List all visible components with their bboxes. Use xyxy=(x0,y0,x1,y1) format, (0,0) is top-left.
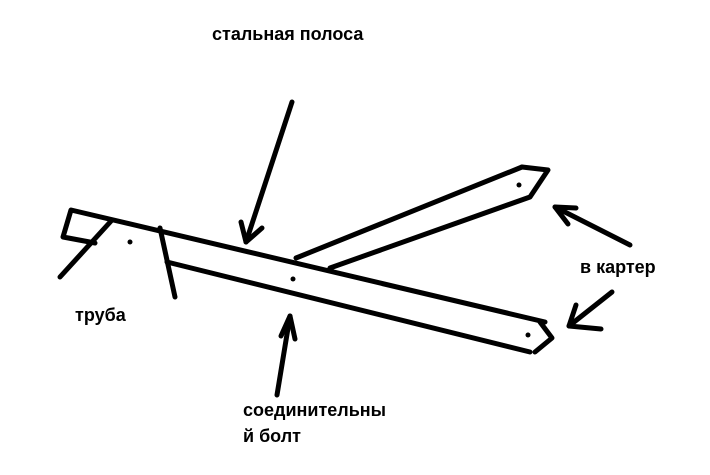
label-bolt-line2: й болт xyxy=(243,426,301,446)
label-bolt-line1: соединительны xyxy=(243,400,387,420)
label-pipe: труба xyxy=(75,305,126,325)
arrow-crankcase-upper xyxy=(552,204,633,248)
arrow-crankcase-lower xyxy=(566,289,615,332)
upper-strip xyxy=(293,164,551,271)
long-strip xyxy=(164,259,555,355)
arrow-steel-strip xyxy=(238,99,295,245)
arrow-bolt xyxy=(274,313,298,398)
label-to-crankcase: в картер xyxy=(580,257,656,277)
pipe-bracket xyxy=(57,207,548,325)
label-steel-strip: стальная полоса xyxy=(212,24,364,44)
